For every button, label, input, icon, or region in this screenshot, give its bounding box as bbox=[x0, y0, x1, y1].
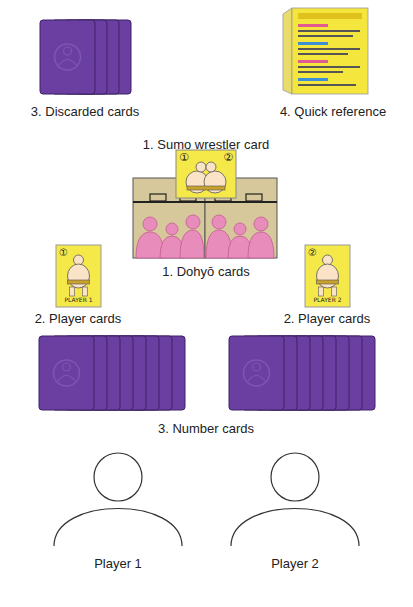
caption-label: Player 1 bbox=[94, 556, 142, 572]
player-figures bbox=[54, 453, 359, 546]
number-card-stacks bbox=[39, 336, 375, 410]
discarded-stack bbox=[40, 20, 131, 94]
sumo-wrestler-card bbox=[176, 150, 236, 198]
caption-label: 2. Player cards bbox=[35, 311, 122, 327]
caption-label: 3. Number cards bbox=[158, 421, 254, 437]
caption-label: 4. Quick reference bbox=[280, 104, 386, 120]
card-player-name: PLAYER 1 bbox=[56, 297, 101, 304]
caption-label: 3. Discarded cards bbox=[31, 104, 139, 120]
card-number: ② bbox=[308, 247, 317, 258]
caption-label: 1. Sumo wrestler card bbox=[143, 137, 269, 153]
dohyo-cards bbox=[133, 178, 277, 258]
card-number: ① bbox=[59, 247, 68, 258]
card-number: ② bbox=[223, 152, 233, 164]
player-card-art bbox=[56, 245, 350, 307]
caption-label: Player 2 bbox=[271, 556, 319, 572]
card: ①② bbox=[176, 150, 236, 198]
card-player-name: PLAYER 2 bbox=[305, 297, 350, 304]
card-number: ① bbox=[179, 152, 189, 164]
quick-reference bbox=[283, 8, 368, 94]
card: ① PLAYER 1 bbox=[56, 245, 101, 307]
caption-label: 2. Player cards bbox=[284, 311, 371, 327]
card: ② PLAYER 2 bbox=[305, 245, 350, 307]
caption-label: 1. Dohyō cards bbox=[162, 264, 249, 280]
